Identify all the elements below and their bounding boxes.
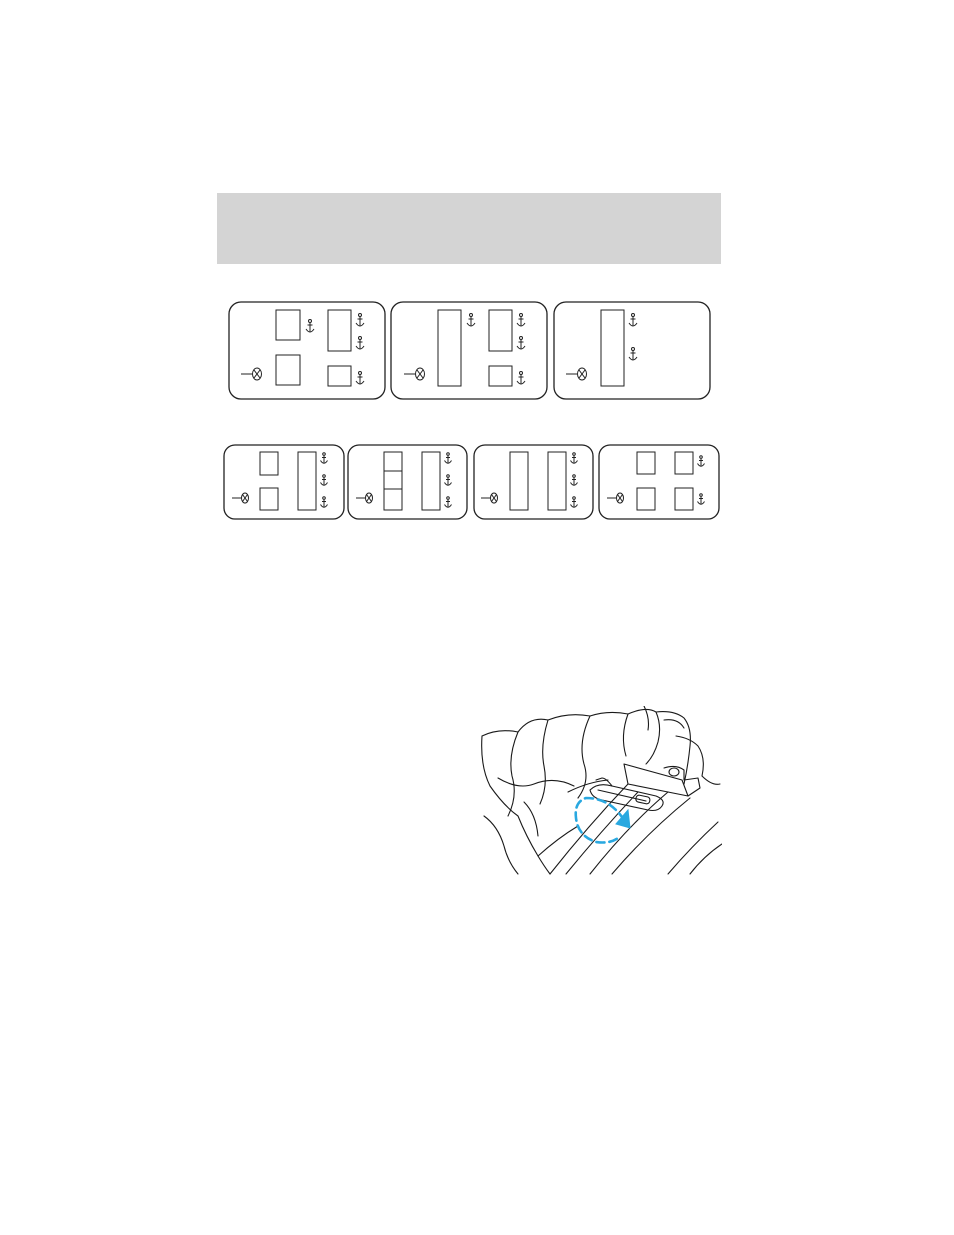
layout-3 xyxy=(554,302,710,399)
anchor-strap-illustration xyxy=(478,706,722,876)
section-header-band xyxy=(217,193,721,264)
layout-6 xyxy=(474,445,593,519)
layout-5 xyxy=(348,445,467,519)
layout-7 xyxy=(599,445,719,519)
layout-2 xyxy=(391,302,547,399)
seating-diagrams-row1 xyxy=(225,298,717,404)
seating-diagrams-row2 xyxy=(221,443,723,523)
layout-4 xyxy=(224,445,344,519)
layout-1 xyxy=(229,302,385,399)
